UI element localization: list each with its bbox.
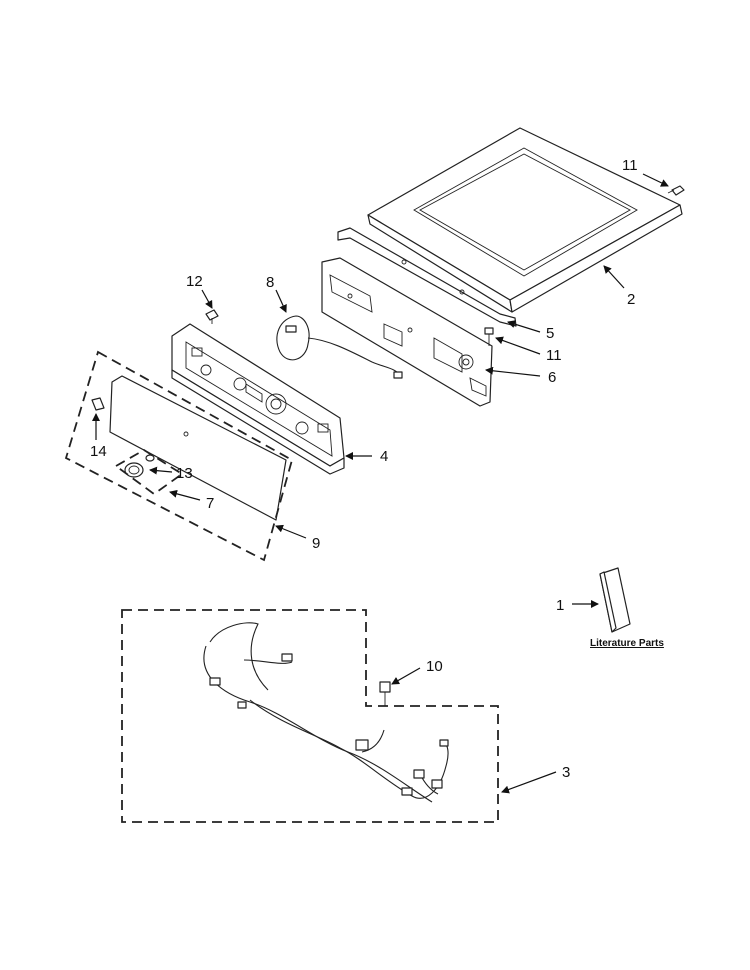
console-overlay xyxy=(109,375,287,521)
callout-5: 5 xyxy=(546,325,554,342)
knob xyxy=(124,454,155,478)
small-bracket xyxy=(91,397,105,411)
callout-1: 1 xyxy=(556,597,564,614)
knob-assembly-outline xyxy=(114,448,184,496)
leader-lines xyxy=(92,173,669,794)
callout-2: 2 xyxy=(627,291,635,308)
console-assembly-outline xyxy=(64,350,294,562)
control-panel xyxy=(171,323,345,475)
callout-7: 7 xyxy=(206,495,214,512)
screw-11-mid xyxy=(484,327,494,346)
top-bracket xyxy=(337,227,517,327)
callout-10: 10 xyxy=(426,658,443,675)
callout-11-mid: 11 xyxy=(546,347,562,364)
callout-8: 8 xyxy=(266,274,274,291)
callout-4: 4 xyxy=(380,448,388,465)
callout-11-top: 11 xyxy=(622,157,638,174)
main-wire-harness xyxy=(203,622,449,803)
callout-9: 9 xyxy=(312,535,320,552)
callout-3: 3 xyxy=(562,764,570,781)
screw-11-top xyxy=(667,185,685,196)
console-wire-loop xyxy=(276,315,403,379)
console-back-panel xyxy=(321,257,493,407)
literature-parts-label: Literature Parts xyxy=(590,638,664,649)
top-panel xyxy=(367,127,683,313)
callout-13: 13 xyxy=(176,465,193,482)
screw-12 xyxy=(205,309,219,324)
callout-6: 6 xyxy=(548,369,556,386)
callout-12: 12 xyxy=(186,273,203,290)
literature-booklet xyxy=(599,567,631,633)
screw-10 xyxy=(379,681,391,706)
callout-14: 14 xyxy=(90,443,107,460)
wire-harness-outline xyxy=(121,609,499,823)
